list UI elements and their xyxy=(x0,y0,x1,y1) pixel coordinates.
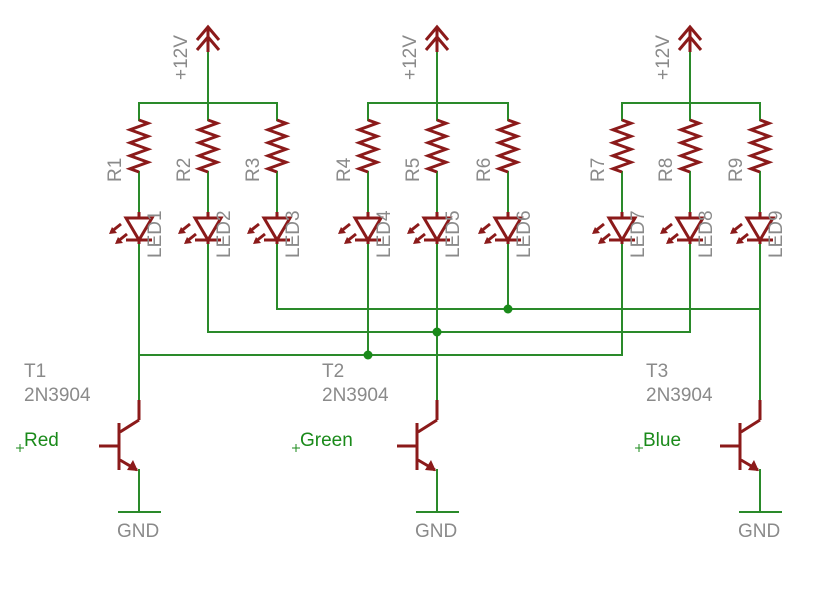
transistor-part: 2N3904 xyxy=(646,385,713,406)
resistor-icon xyxy=(125,118,153,174)
resistor-label: R1 xyxy=(105,158,126,182)
resistor-label: R3 xyxy=(243,158,264,182)
supply-arrow-icon xyxy=(677,24,703,52)
junction-dot xyxy=(503,304,513,314)
led-label: LED3 xyxy=(283,210,304,258)
resistor-icon xyxy=(423,118,451,174)
led-icon xyxy=(247,212,293,244)
net-blue xyxy=(276,241,761,310)
resistor-label: R6 xyxy=(474,158,495,182)
led-icon xyxy=(730,212,776,244)
led-label: LED2 xyxy=(214,210,235,258)
npn-transistor-icon xyxy=(397,400,439,472)
transistor-name: T3 xyxy=(646,361,668,382)
led-icon xyxy=(592,212,638,244)
resistor-label: R2 xyxy=(174,158,195,182)
led-label: LED8 xyxy=(696,210,717,258)
resistor-icon xyxy=(676,118,704,174)
resistor-label: R7 xyxy=(588,158,609,182)
resistor-label: R5 xyxy=(403,158,424,182)
net-green xyxy=(207,241,691,333)
junctions xyxy=(363,304,513,360)
wiring xyxy=(118,51,782,513)
junction-dot xyxy=(432,327,442,337)
resistor-icon xyxy=(194,118,222,174)
supply-label: +12V xyxy=(171,35,192,80)
supply-arrow-icon xyxy=(424,24,450,52)
resistor-icon xyxy=(608,118,636,174)
led-label: LED4 xyxy=(374,210,395,258)
net-input-label: Blue xyxy=(643,430,681,451)
led-icon xyxy=(338,212,384,244)
resistor-icon xyxy=(746,118,774,174)
transistor-name: T2 xyxy=(322,361,344,382)
led-label: LED7 xyxy=(628,210,649,258)
led-label: LED6 xyxy=(514,210,535,258)
transistor-part: 2N3904 xyxy=(24,385,91,406)
resistors: R1 R2 R3 R4 R5 R6 R7 R8 R9 xyxy=(105,118,774,182)
net-input-label: Red xyxy=(24,430,59,451)
resistor-icon xyxy=(494,118,522,174)
npn-transistor-icon xyxy=(720,400,762,472)
led-label: LED9 xyxy=(766,210,787,258)
transistor-name: T1 xyxy=(24,361,46,382)
resistor-label: R9 xyxy=(726,158,747,182)
junction-dot xyxy=(363,350,373,360)
led-label: LED5 xyxy=(443,210,464,258)
supply-symbols: +12V +12V +12V xyxy=(171,24,703,80)
npn-transistor-icon xyxy=(99,400,141,472)
resistor-label: R8 xyxy=(656,158,677,182)
ground-label: GND xyxy=(738,521,780,542)
led-icon xyxy=(478,212,524,244)
led-icon xyxy=(109,212,155,244)
ground-label: GND xyxy=(117,521,159,542)
net-input-label: Green xyxy=(300,430,353,451)
led-icon xyxy=(660,212,706,244)
supply-label: +12V xyxy=(400,35,421,80)
leds: LED1 LED2 LED3 LED4 LED5 LED6 LED7 LED8 LED9 xyxy=(109,210,787,258)
transistor-part: 2N3904 xyxy=(322,385,389,406)
supply-label: +12V xyxy=(653,35,674,80)
led-icon xyxy=(407,212,453,244)
led-label: LED1 xyxy=(145,210,166,258)
resistor-icon xyxy=(263,118,291,174)
ground-label: GND xyxy=(415,521,457,542)
resistor-label: R4 xyxy=(334,157,355,182)
supply-arrow-icon xyxy=(195,24,221,52)
resistor-icon xyxy=(354,118,382,174)
led-icon xyxy=(178,212,224,244)
